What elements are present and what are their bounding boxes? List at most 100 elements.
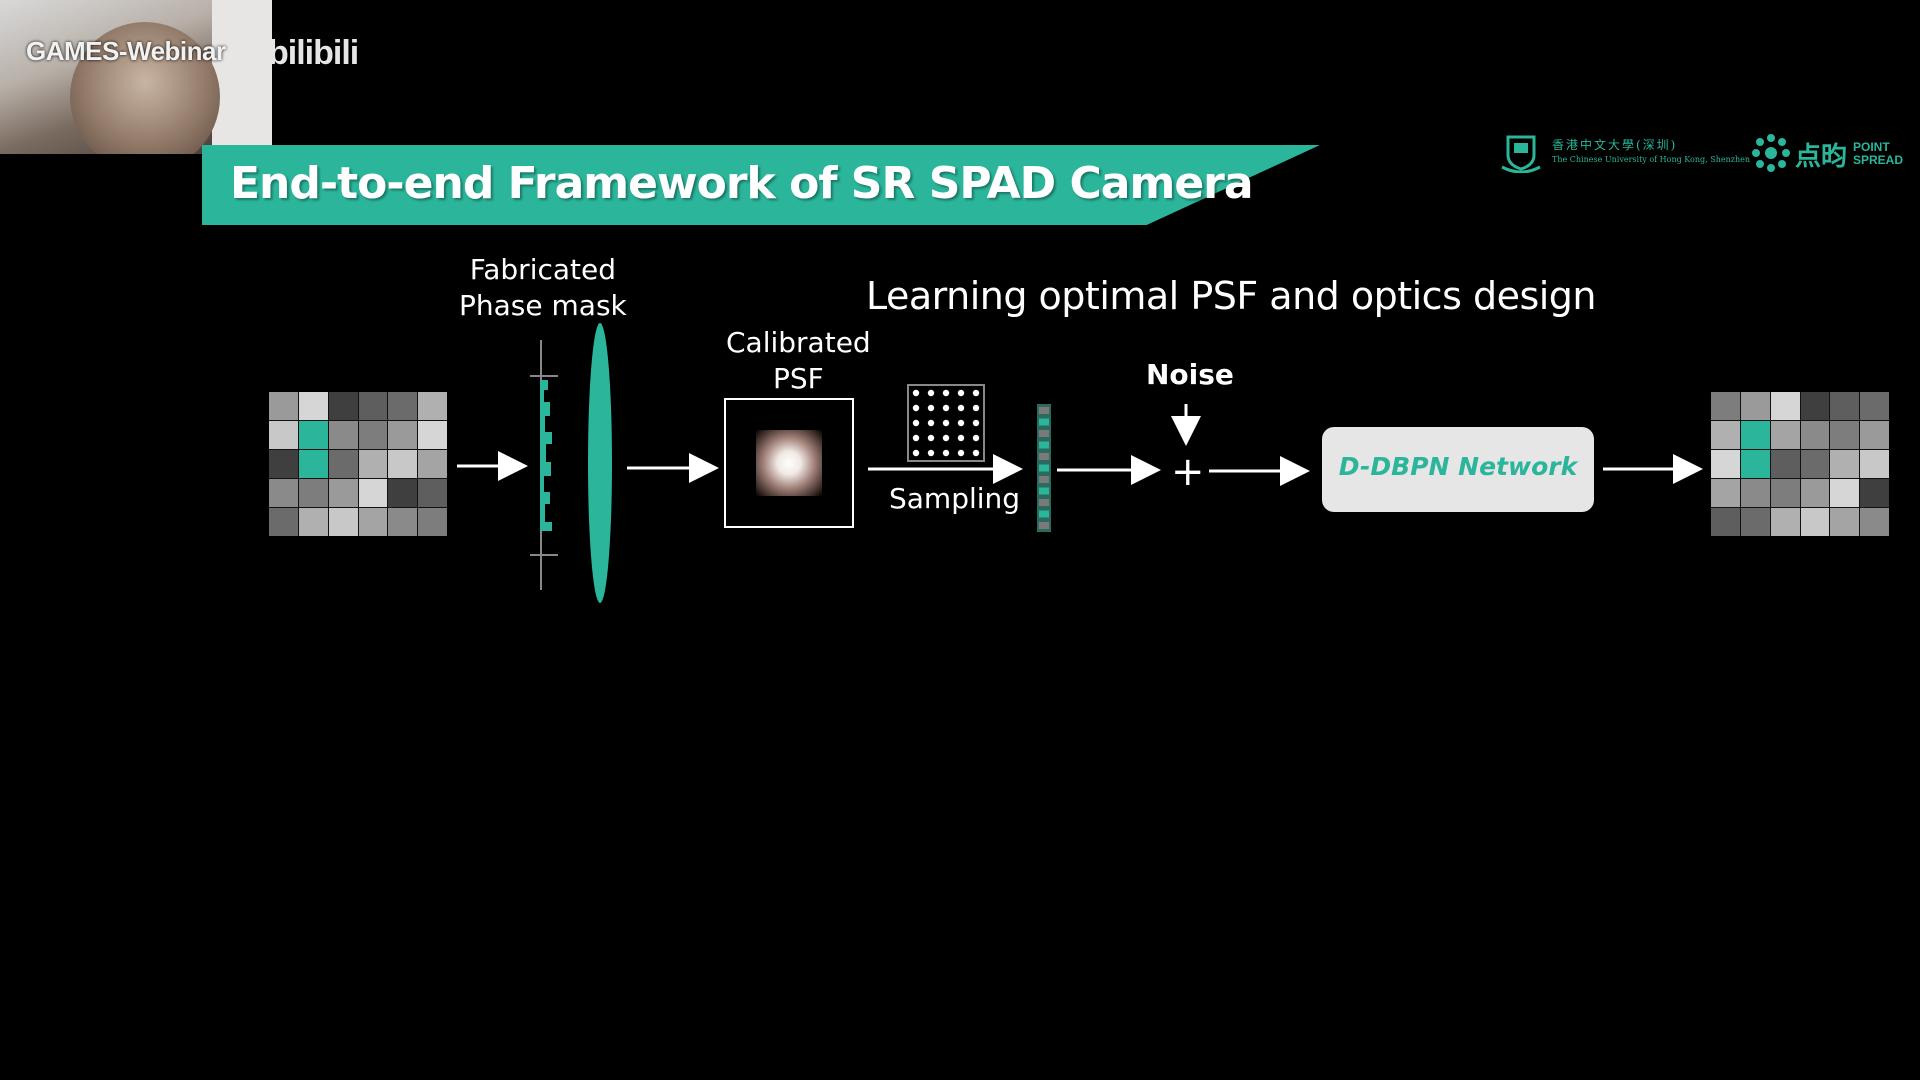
channel-label: GAMES-Webinar xyxy=(26,36,226,66)
sampling-dot xyxy=(942,449,950,457)
mosaic-tile xyxy=(358,450,388,478)
mosaic-tile xyxy=(388,508,418,536)
mosaic-tile xyxy=(1860,450,1889,478)
sampling-dot xyxy=(972,434,980,442)
mosaic-tile xyxy=(1860,479,1889,507)
mosaic-tile xyxy=(1830,392,1860,420)
phase-mask-label-line1: Fabricated xyxy=(469,253,617,286)
mosaic-tile xyxy=(1711,421,1740,449)
mosaic-tile xyxy=(1800,392,1830,420)
slide-subtitle: Learning optimal PSF and optics design xyxy=(866,274,1597,318)
sensor-cell xyxy=(1039,407,1049,414)
sampling-dot xyxy=(957,419,965,427)
mosaic-tile xyxy=(1770,450,1800,478)
sampling-dot xyxy=(927,419,935,427)
sampling-dot xyxy=(912,389,920,397)
mosaic-tile xyxy=(358,508,388,536)
mosaic-tile xyxy=(1770,479,1800,507)
lens xyxy=(588,323,612,603)
sampling-dot xyxy=(957,434,965,442)
cuhk-chinese-name: 香港中文大學(深圳) xyxy=(1552,138,1678,152)
mosaic-tile xyxy=(1711,392,1740,420)
sensor-cell xyxy=(1039,464,1049,472)
mosaic-tile xyxy=(1740,450,1770,478)
phase-mask-label: Fabricated Phase mask xyxy=(459,252,627,324)
cuhk-logo: 香港中文大學(深圳) The Chinese University of Hon… xyxy=(1500,133,1750,173)
mosaic-tile xyxy=(269,392,298,420)
mosaic-tile xyxy=(1770,421,1800,449)
ps-line2: SPREAD xyxy=(1853,153,1904,167)
sensor-strip xyxy=(1037,404,1051,532)
sampling-dot xyxy=(942,419,950,427)
sensor-cell xyxy=(1039,522,1049,529)
bilibili-logo: bilibili xyxy=(268,34,359,72)
point-spread-english-name: POINT SPREAD xyxy=(1853,141,1903,167)
phase-mask xyxy=(530,340,558,590)
mosaic-tile xyxy=(1860,421,1889,449)
ps-line1: POINT xyxy=(1853,140,1890,154)
mosaic-tile xyxy=(358,392,388,420)
sensor-cell xyxy=(1039,487,1049,495)
mosaic-tile xyxy=(1711,508,1740,536)
sampling-label: Sampling xyxy=(889,482,1021,515)
mosaic-tile xyxy=(1830,450,1860,478)
cuhk-emblem-icon xyxy=(1501,135,1541,173)
mosaic-tile xyxy=(1800,421,1830,449)
psf-label-line1: Calibrated xyxy=(726,326,871,359)
sampling-dot xyxy=(927,434,935,442)
point-spread-chinese-name: 点昀 xyxy=(1795,142,1848,172)
sampling-dot xyxy=(942,404,950,412)
mosaic-tile xyxy=(1711,450,1740,478)
cuhk-english-name: The Chinese University of Hong Kong, She… xyxy=(1552,155,1750,164)
mosaic-tile xyxy=(298,479,328,507)
mosaic-tile xyxy=(418,421,447,449)
webcam-overlay xyxy=(0,0,272,154)
sampling-dot xyxy=(912,434,920,442)
network-label: D-DBPN Network xyxy=(1338,452,1578,481)
sensor-cell xyxy=(1039,441,1049,449)
point-spread-logo-icon xyxy=(1752,134,1790,172)
sampling-dot xyxy=(972,389,980,397)
noise-label: Noise xyxy=(1146,358,1234,391)
mosaic-tile xyxy=(1740,421,1770,449)
mosaic-tile xyxy=(269,421,298,449)
sampling-dot xyxy=(957,404,965,412)
sensor-cell xyxy=(1039,510,1049,518)
mosaic-tile xyxy=(298,450,328,478)
mosaic-tile xyxy=(1830,421,1860,449)
output-image-mosaic xyxy=(1711,392,1889,536)
title-banner xyxy=(202,145,1320,225)
mosaic-tile xyxy=(358,479,388,507)
input-image-mosaic xyxy=(269,392,447,536)
mosaic-tile xyxy=(1830,479,1860,507)
network-box xyxy=(1322,427,1594,512)
slide-title: End-to-end Framework of SR SPAD Camera xyxy=(230,158,1254,209)
psf-spot xyxy=(756,430,822,496)
mosaic-tile xyxy=(418,392,447,420)
mosaic-tile xyxy=(1800,508,1830,536)
mosaic-tile xyxy=(1740,479,1770,507)
presenter-video xyxy=(70,22,220,154)
mosaic-tile xyxy=(388,421,418,449)
sampling-dot xyxy=(957,389,965,397)
mosaic-tile xyxy=(1740,508,1770,536)
mosaic-tile xyxy=(298,421,328,449)
sampling-dot xyxy=(927,449,935,457)
sensor-cell xyxy=(1039,476,1049,483)
mosaic-tile xyxy=(1860,392,1889,420)
mosaic-tile xyxy=(418,479,447,507)
webcam-background-wall xyxy=(212,0,272,154)
mosaic-tile xyxy=(388,392,418,420)
mosaic-tile xyxy=(1800,479,1830,507)
mosaic-tile xyxy=(388,450,418,478)
phase-mask-label-line2: Phase mask xyxy=(459,289,627,322)
mosaic-tile xyxy=(1830,508,1860,536)
mosaic-tile xyxy=(328,421,358,449)
mosaic-tile xyxy=(328,450,358,478)
sampling-dot xyxy=(927,389,935,397)
mosaic-tile xyxy=(1860,508,1889,536)
mosaic-tile xyxy=(1770,508,1800,536)
sampling-dot xyxy=(972,404,980,412)
mosaic-tile xyxy=(388,479,418,507)
